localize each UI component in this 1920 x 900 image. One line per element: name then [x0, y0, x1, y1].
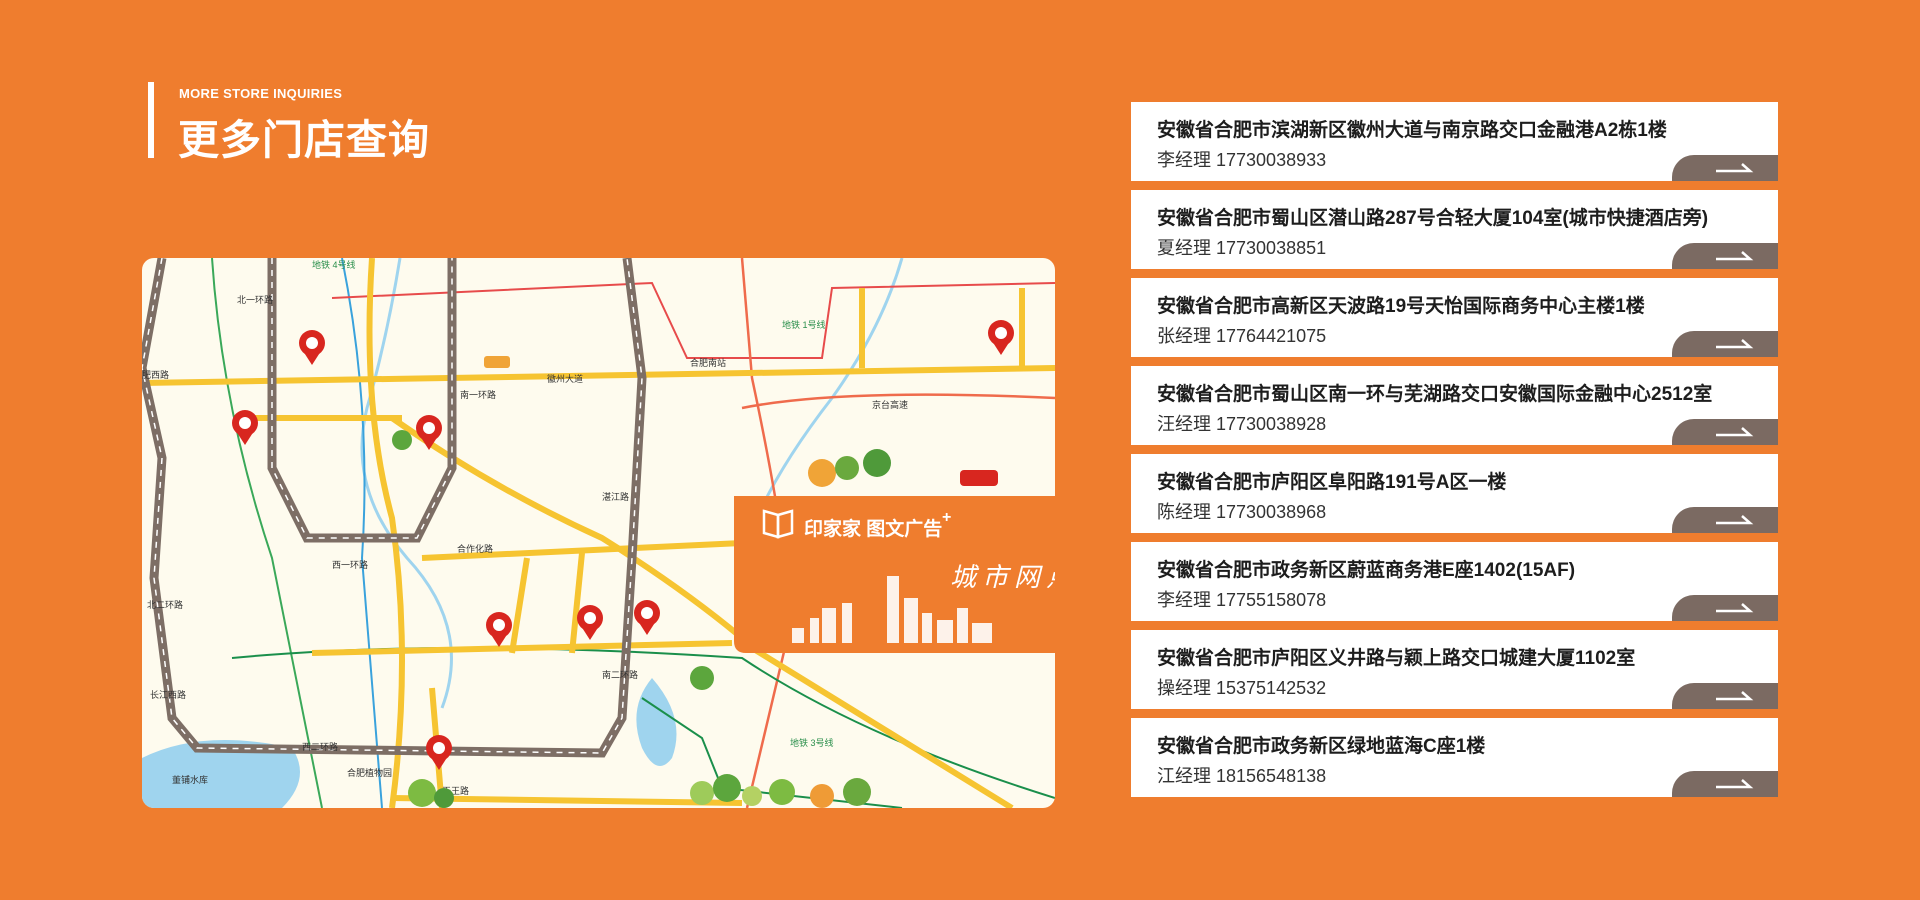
arrow-right-icon [1716, 779, 1754, 789]
road-label: 合肥南站 [690, 357, 726, 368]
store-card[interactable]: 安徽省合肥市滨湖新区徽州大道与南京路交口金融港A2栋1楼 李经理 1773003… [1131, 102, 1778, 181]
store-contact: 李经理 17730038933 [1157, 150, 1327, 170]
store-card[interactable]: 安徽省合肥市庐阳区阜阳路191号A区一楼 陈经理 17730038968 [1131, 454, 1778, 533]
store-address: 安徽省合肥市政务新区蔚蓝商务港E座1402(15AF) [1157, 560, 1576, 581]
skyline-decoration [792, 576, 992, 643]
store-card[interactable]: 安徽省合肥市高新区天波路19号天怡国际商务中心主楼1楼 张经理 17764421… [1131, 278, 1778, 357]
road-label: 肥西路 [142, 369, 169, 380]
road-label: 西二环路 [302, 741, 338, 752]
store-address: 安徽省合肥市滨湖新区徽州大道与南京路交口金融港A2栋1楼 [1157, 120, 1667, 141]
road-label: 南一环路 [460, 389, 496, 400]
road-label: 长江西路 [150, 689, 186, 700]
store-contact: 操经理 15375142532 [1157, 678, 1327, 698]
store-navigate-button[interactable] [1672, 331, 1778, 357]
store-contact: 江经理 18156548138 [1157, 766, 1327, 786]
car-icon [960, 470, 998, 486]
store-card[interactable]: 安徽省合肥市蜀山区南一环与芜湖路交口安徽国际金融中心2512室 汪经理 1773… [1131, 366, 1778, 445]
trees-decoration [392, 430, 891, 808]
store-navigate-button[interactable] [1672, 155, 1778, 181]
road-label: 南二环路 [602, 669, 638, 680]
store-card[interactable]: 安徽省合肥市政务新区蔚蓝商务港E座1402(15AF) 李经理 17755158… [1131, 542, 1778, 621]
store-navigate-button[interactable] [1672, 683, 1778, 709]
store-navigate-button[interactable] [1672, 507, 1778, 533]
store-card[interactable]: 安徽省合肥市蜀山区潜山路287号合轻大厦104室(城市快捷酒店旁) 夏经理 17… [1131, 190, 1778, 269]
road-label: 合作化路 [457, 543, 493, 554]
store-navigate-button[interactable] [1672, 595, 1778, 621]
road-label: 京台高速 [872, 399, 908, 410]
city-map-illustration: 北一环路 北二环路 南一环路 南二环路 西一环路 西二环路 徽州大道 合肥南站 … [142, 258, 1055, 808]
brand-name: 印家家 图文广告 [804, 517, 942, 540]
store-address: 安徽省合肥市庐阳区阜阳路191号A区一楼 [1157, 472, 1507, 493]
subway-label: 地铁 3号线 [790, 737, 834, 748]
store-contact: 张经理 17764421075 [1157, 326, 1327, 346]
store-contact: 陈经理 17730038968 [1157, 502, 1327, 522]
store-map[interactable]: 北一环路 北二环路 南一环路 南二环路 西一环路 西二环路 徽州大道 合肥南站 … [142, 258, 1055, 808]
store-navigate-button[interactable] [1672, 771, 1778, 797]
road-label: 湛江路 [602, 491, 629, 502]
section-eyebrow: MORE STORE INQUIRIES [179, 86, 343, 101]
bus-icon [484, 356, 510, 368]
store-contact: 汪经理 17730038928 [1157, 414, 1327, 434]
page-title: 更多门店查询 [178, 117, 430, 163]
store-address: 安徽省合肥市蜀山区潜山路287号合轻大厦104室(城市快捷酒店旁) [1157, 208, 1709, 229]
store-card[interactable]: 安徽省合肥市政务新区绿地蓝海C座1楼 江经理 18156548138 [1131, 718, 1778, 797]
arrow-right-icon [1716, 427, 1754, 437]
store-address: 安徽省合肥市庐阳区义井路与颖上路交口城建大厦1102室 [1157, 648, 1636, 669]
subway-label: 地铁 1号线 [782, 319, 826, 330]
brand-slogan: 城市网点 [950, 563, 1055, 593]
arrow-right-icon [1716, 163, 1754, 173]
subway-label: 地铁 4号线 [312, 259, 356, 270]
road-label: 合肥植物园 [347, 767, 392, 778]
road-label: 北一环路 [237, 294, 273, 305]
arrow-right-icon [1716, 515, 1754, 525]
store-contact: 夏经理 17730038851 [1157, 238, 1327, 258]
brand-logo-icon [762, 509, 794, 539]
arrow-right-icon [1716, 603, 1754, 613]
store-address: 安徽省合肥市政务新区绿地蓝海C座1楼 [1157, 736, 1486, 757]
store-address: 安徽省合肥市蜀山区南一环与芜湖路交口安徽国际金融中心2512室 [1157, 384, 1713, 405]
store-address: 安徽省合肥市高新区天波路19号天怡国际商务中心主楼1楼 [1157, 296, 1645, 317]
road-label: 徽州大道 [547, 373, 583, 384]
brand-plus: + [942, 509, 951, 526]
title-accent-bar [148, 82, 154, 158]
arrow-right-icon [1716, 339, 1754, 349]
store-navigate-button[interactable] [1672, 243, 1778, 269]
store-card[interactable]: 安徽省合肥市庐阳区义井路与颖上路交口城建大厦1102室 操经理 15375142… [1131, 630, 1778, 709]
road-label: 天王路 [442, 785, 469, 796]
road-label: 西一环路 [332, 559, 368, 570]
arrow-right-icon [1716, 251, 1754, 261]
road-label: 董铺水库 [172, 774, 208, 785]
store-navigate-button[interactable] [1672, 419, 1778, 445]
store-pins [232, 320, 1014, 770]
store-contact: 李经理 17755158078 [1157, 590, 1327, 610]
arrow-right-icon [1716, 691, 1754, 701]
brand-panel [734, 496, 1055, 653]
road-label: 北二环路 [147, 599, 183, 610]
